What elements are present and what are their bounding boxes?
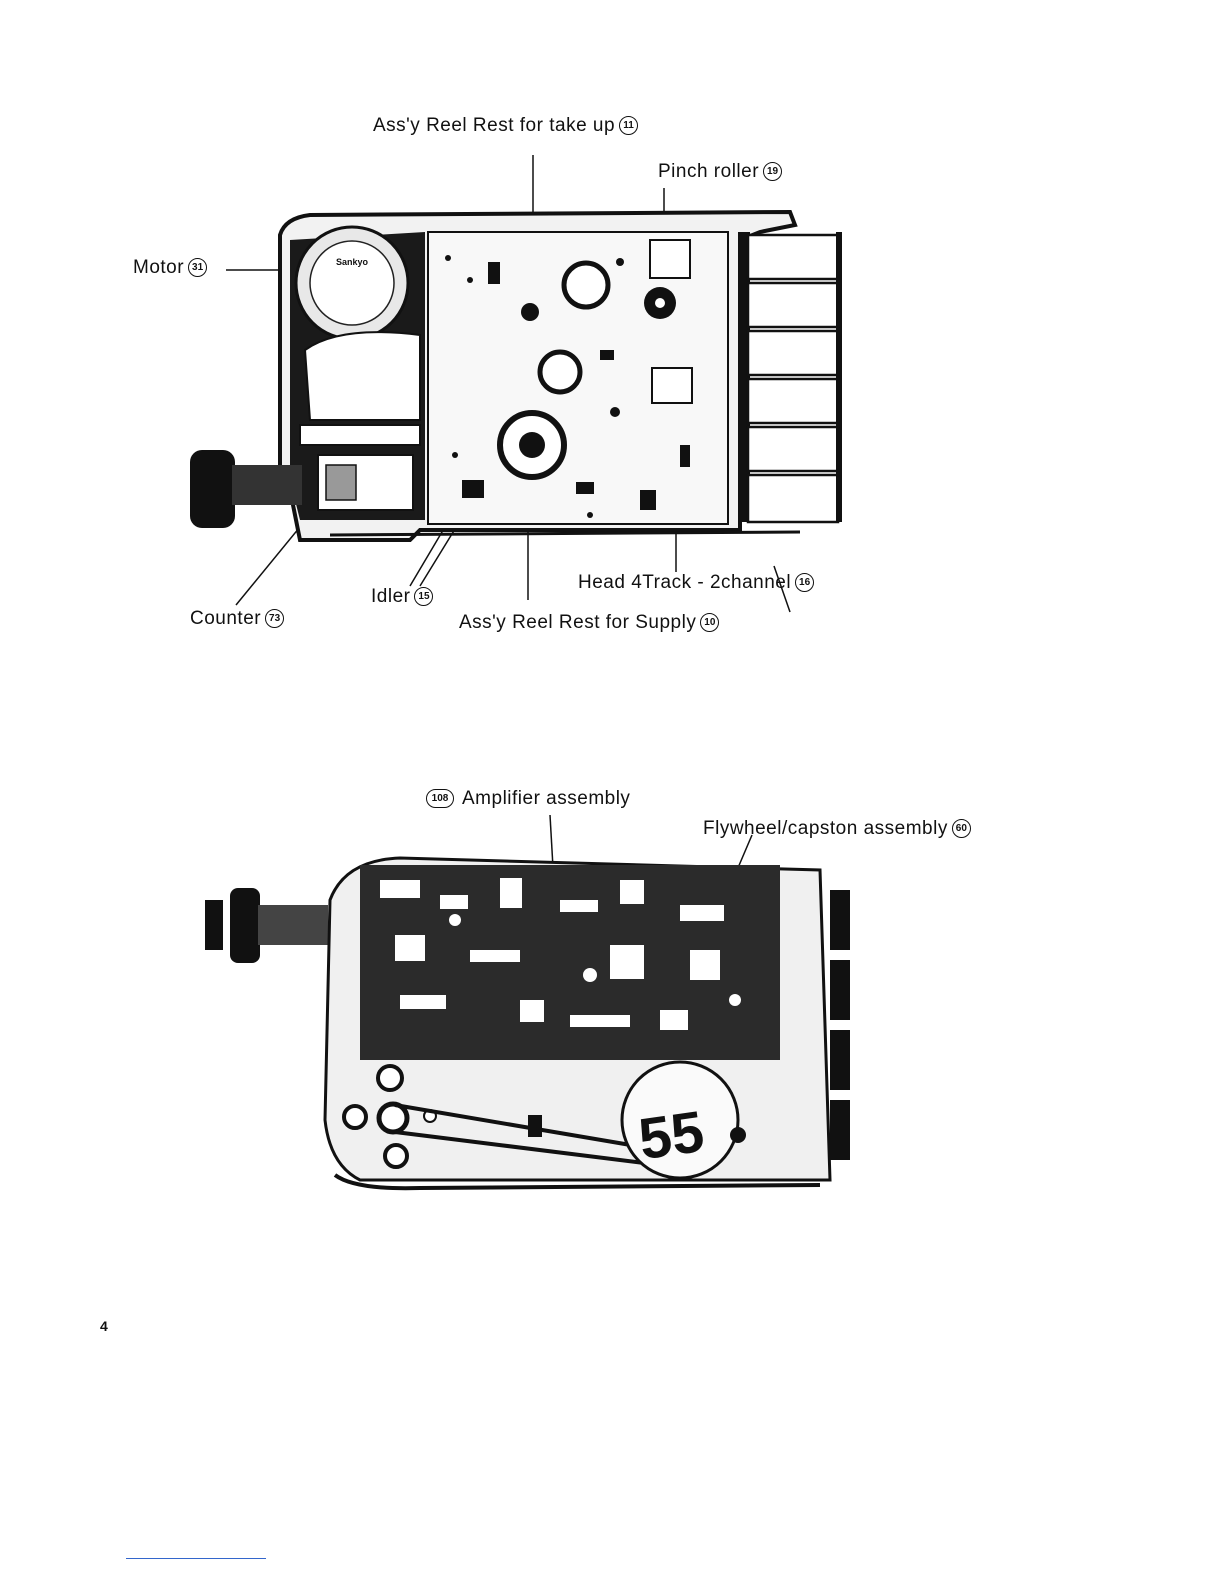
part-number-badge: 19: [763, 162, 782, 181]
mechanism-top-photo: Sankyo: [0, 0, 1224, 700]
page-number: 4: [100, 1318, 108, 1334]
flywheel-marking: 55: [635, 1099, 708, 1172]
motor-brand: Sankyo: [336, 257, 369, 267]
part-number-badge: 60: [952, 819, 971, 838]
part-number-badge: 10: [700, 613, 719, 632]
part-number-badge: 31: [188, 258, 207, 277]
part-number-badge: 16: [795, 573, 814, 592]
footer-divider: [126, 1558, 266, 1559]
part-number-badge: 15: [414, 587, 433, 606]
part-number-badge: 73: [265, 609, 284, 628]
amplifier-bottom-photo: 55: [0, 760, 1224, 1220]
part-number-badge: 11: [619, 116, 638, 135]
part-number-badge: 108: [426, 789, 454, 808]
